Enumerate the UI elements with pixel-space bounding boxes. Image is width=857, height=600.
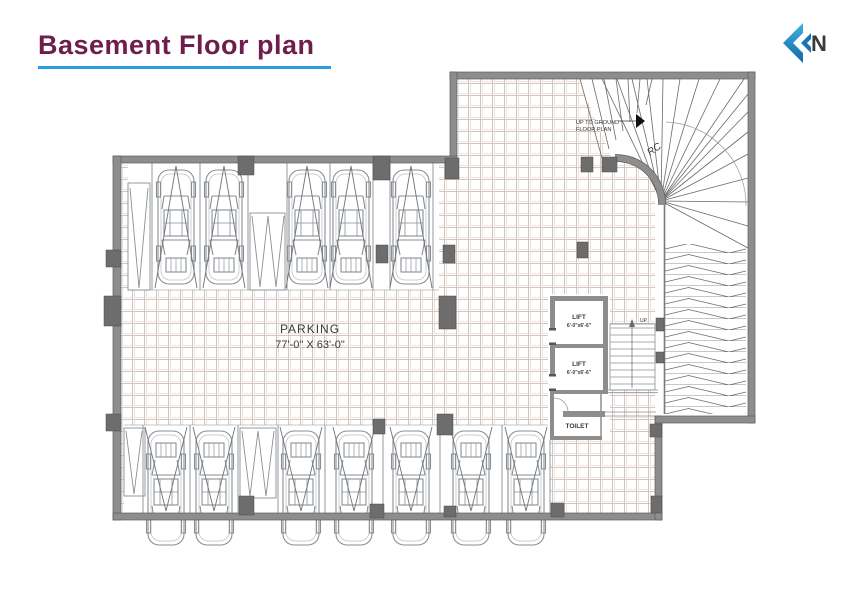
car xyxy=(203,169,245,285)
stairs-up-arrow-icon xyxy=(629,319,635,327)
empty-stall-marker xyxy=(129,187,149,289)
ramp-chevron-strip xyxy=(663,205,746,414)
car xyxy=(390,430,432,546)
parking-row-bottom xyxy=(123,424,551,546)
title-underline xyxy=(38,66,331,69)
page-title: Basement Floor plan xyxy=(38,30,315,60)
ramp-curved-wall-edges xyxy=(614,154,666,206)
north-indicator: N xyxy=(783,23,827,63)
car xyxy=(330,169,372,285)
lift1-label: LIFT xyxy=(572,314,586,321)
north-label: N xyxy=(811,31,827,56)
car xyxy=(286,169,328,285)
car xyxy=(390,169,432,285)
parking-label-group: PARKING 77'-0" X 63'-0" xyxy=(275,322,345,351)
ramp-slope-lines xyxy=(579,78,653,159)
stall-direction-chevrons xyxy=(154,165,433,289)
core-block: LIFT 6'-0"x6'-6" LIFT 6'-0"x6'-6" TOILET xyxy=(548,294,610,440)
car xyxy=(145,430,187,546)
car xyxy=(505,430,547,546)
ramp-arrow-icon xyxy=(636,114,645,128)
ramp-fan-lines xyxy=(601,78,749,249)
lift2-label: LIFT xyxy=(572,361,586,368)
parking-dimensions: 77'-0" X 63'-0" xyxy=(275,339,345,351)
toilet-label: TOILET xyxy=(566,423,589,430)
parking-row-top xyxy=(127,163,439,291)
car xyxy=(333,430,375,546)
stairs-up-label: UP xyxy=(640,318,648,324)
pillars xyxy=(103,155,665,519)
parking-label: PARKING xyxy=(280,322,340,336)
car xyxy=(193,430,235,546)
car xyxy=(280,430,322,546)
north-chevron-icon xyxy=(783,23,803,63)
ramp-note-line1: UP TO GROUND xyxy=(576,120,619,126)
walls xyxy=(112,71,756,521)
north-chevron-small-icon xyxy=(801,33,811,53)
lift1-size: 6'-0"x6'-6" xyxy=(567,323,592,329)
staircase: UP xyxy=(563,318,658,417)
ramp-note-line2: FLOOR PLAN xyxy=(576,127,611,133)
car xyxy=(450,430,492,546)
empty-stall-marker xyxy=(241,430,275,497)
empty-stall-marker xyxy=(251,215,285,288)
lift2-size: 6'-0"x6'-6" xyxy=(567,370,592,376)
empty-stall-marker xyxy=(125,430,143,495)
car xyxy=(155,169,197,285)
stall-direction-chevrons xyxy=(144,426,548,512)
ramp-curved-wall xyxy=(614,154,666,206)
